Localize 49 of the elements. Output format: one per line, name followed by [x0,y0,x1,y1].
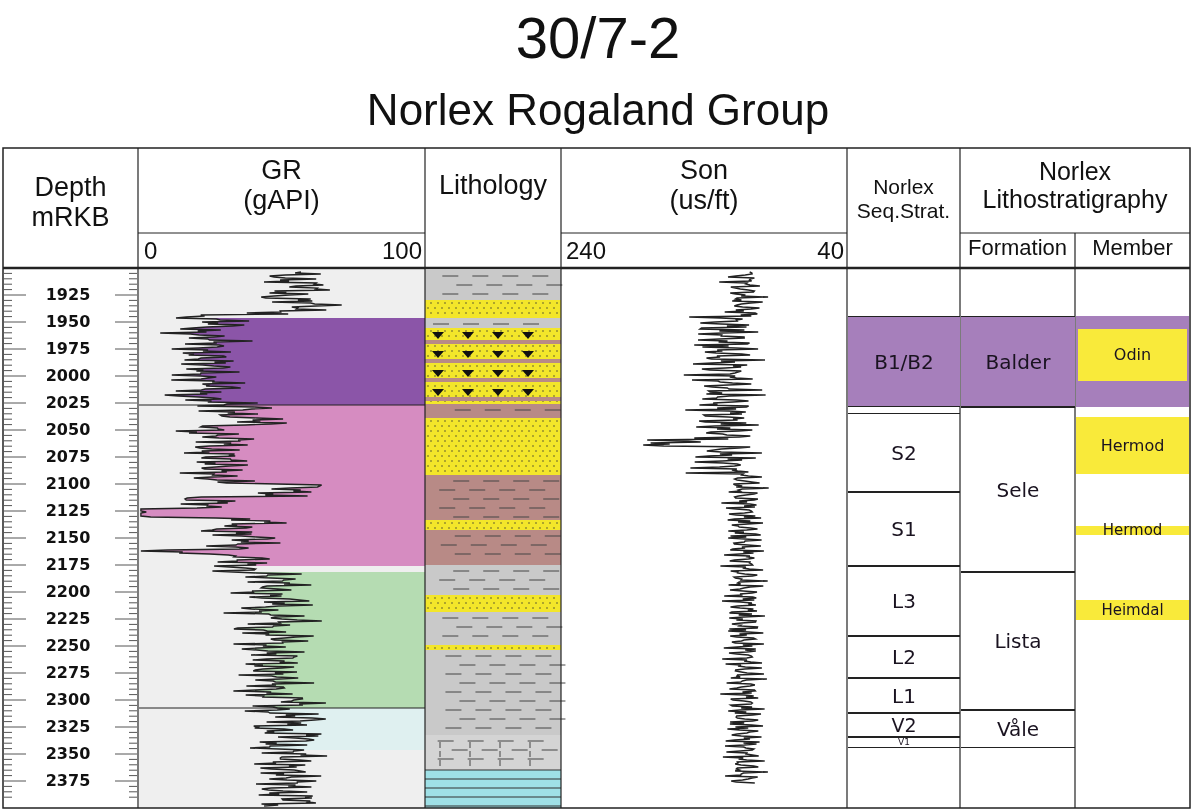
depth-value: 1925 [45,286,91,304]
zone-label: L3 [892,591,916,611]
zone-label: V2 [891,715,917,735]
depth-value: 2350 [45,745,91,763]
depth-value: 1975 [45,340,91,358]
column-header: Norlex Seq.Strat. [855,175,952,223]
zone-label: Våle [996,719,1040,739]
depth-value: 2100 [45,475,91,493]
zone-label: L1 [892,685,916,706]
zone-label: Balder [985,351,1051,372]
depth-value: 2000 [45,367,91,385]
zone-label: B1/B2 [874,351,934,372]
depth-value: 2025 [45,394,91,412]
scale-value: 100 [381,238,422,265]
column-header: GR (gAPI) [242,155,321,216]
column-header: Formation [967,236,1067,261]
depth-value: 2150 [45,529,91,547]
scale-value: 0 [144,238,158,265]
column-header: Norlex Lithostratigraphy [981,157,1169,213]
zone-label: Sele [996,479,1040,500]
scale-value: 40 [817,238,844,265]
depth-value: 2250 [45,637,91,655]
zone-label: Lista [994,631,1042,651]
depth-value: 2125 [45,502,91,520]
column-header: Member [1092,236,1173,261]
column-header: Depth mRKB [30,172,111,233]
zone-label: S1 [891,519,917,539]
diagram-title: 30/7-2 [515,6,681,71]
depth-value: 2275 [45,664,91,682]
depth-value: 2225 [45,610,91,628]
scale-value: 240 [566,238,607,265]
depth-value: 2050 [45,421,91,439]
zone-label: Hermod [1102,523,1163,538]
zone-label: V1 [898,738,910,747]
zone-label: Odin [1113,347,1152,363]
zone-label: L2 [892,647,916,667]
column-header: Lithology [438,170,548,201]
depth-value: 2200 [45,583,91,601]
subtitle: Norlex Rogaland Group [366,85,830,135]
zone-label: Heimdal [1101,602,1164,618]
depth-value: 2075 [45,448,91,466]
depth-value: 1950 [45,313,91,331]
depth-value: 2375 [45,772,91,790]
zone-label: Hermod [1100,437,1165,454]
column-header: Son (us/ft) [668,155,740,216]
zone-label: S2 [891,442,917,463]
depth-value: 2300 [45,691,91,709]
depth-value: 2175 [45,556,91,574]
depth-value: 2325 [45,718,91,736]
